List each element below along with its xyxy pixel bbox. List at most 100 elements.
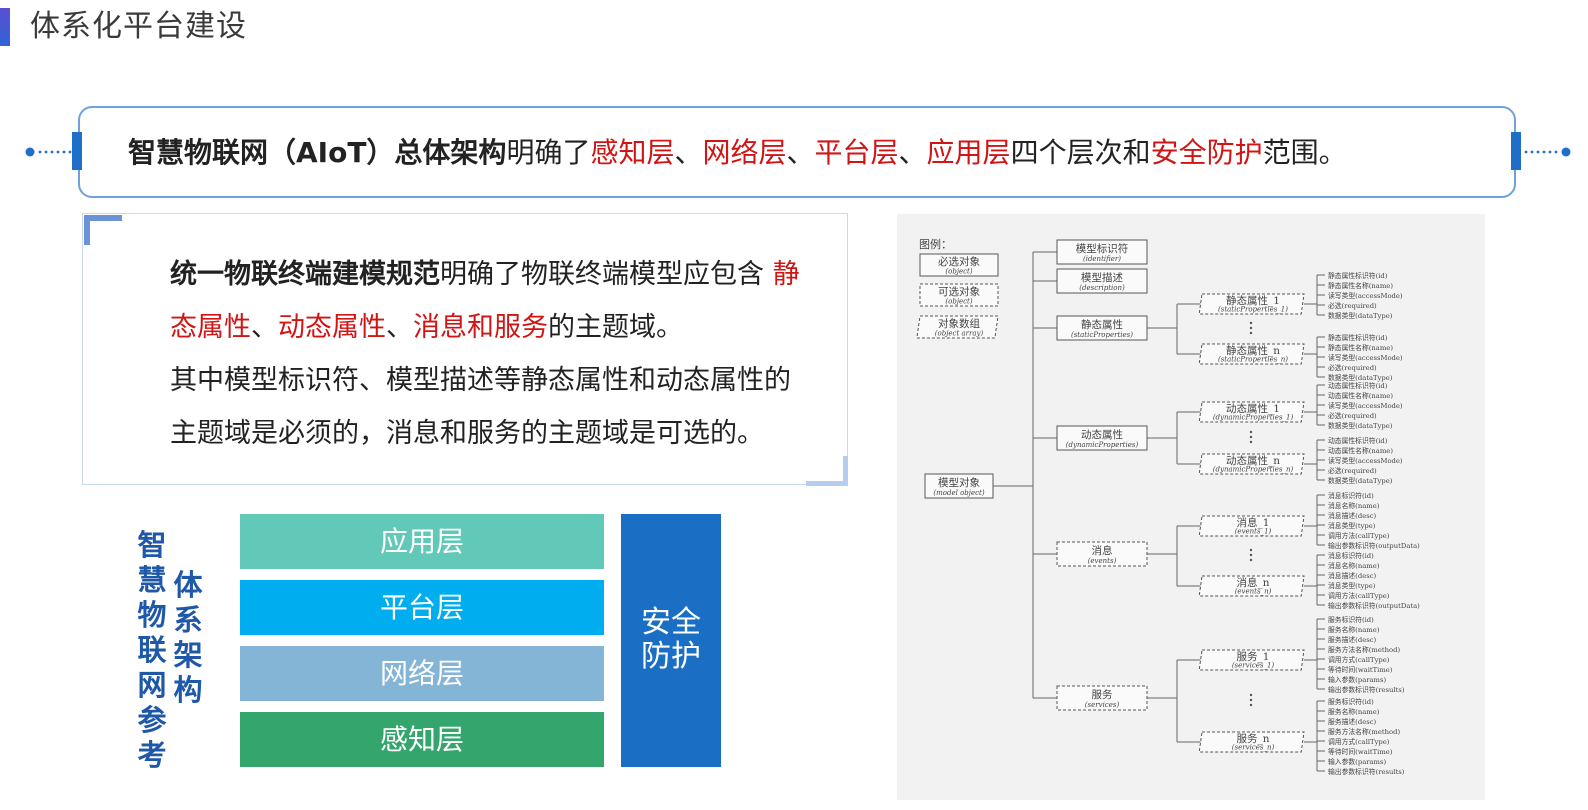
leaf-4-2: 消息描述(desc) (1328, 511, 1377, 520)
card-text-1: 明确了物联终端模型应包含 (440, 259, 764, 290)
subnode-0-label: 静态属性_1 (1226, 294, 1280, 307)
node-4-sublabel: (events) (1088, 557, 1117, 565)
leaf-6-4: 调用方式(callType) (1328, 655, 1390, 664)
subnode-0-box (1198, 293, 1305, 315)
banner-text-1: 明确了 (506, 136, 591, 169)
leaf-1-0: 静态属性标识符(id) (1328, 333, 1388, 342)
arch-vertical-title-1: 智慧物联网参考 (137, 528, 167, 772)
leaf-5-0: 消息标识符(id) (1328, 551, 1374, 560)
leaf-0-2: 读写类型(accessMode) (1328, 291, 1403, 300)
banner-term: 智慧物联网（AIoT）总体架构 (128, 136, 507, 169)
summary-banner (78, 106, 1516, 198)
legend-optional-label: 可选对象 (938, 285, 980, 298)
node-2-box (1056, 315, 1148, 341)
card-domain-dynamic: 动态属性 (278, 312, 386, 343)
arch-layer-perception: 感知层 (240, 712, 604, 767)
leaf-7-2: 服务描述(desc) (1328, 717, 1377, 726)
subnode-2-box (1198, 401, 1305, 423)
leaf-0-4: 数据类型(dataType) (1328, 311, 1393, 320)
subnode-5-sublabel: (events_n) (1235, 588, 1272, 596)
group-0-ellipsis-1 (1249, 326, 1253, 330)
leaf-4-4: 调用方法(callType) (1328, 531, 1390, 540)
leaf-3-3: 必选(required) (1328, 466, 1377, 475)
card-domain-static: 静态属性 (170, 259, 800, 343)
leaf-1-3: 必选(required) (1328, 363, 1377, 372)
legend-title: 图例： (919, 237, 952, 251)
leaf-4-0: 消息标识符(id) (1328, 491, 1374, 500)
arch-layer-network: 网络层 (240, 646, 604, 701)
node-0-sublabel: (identifier) (1083, 255, 1121, 263)
subnode-1-box (1198, 343, 1305, 365)
card-term: 统一物联终端建模规范 (170, 259, 440, 290)
card-paragraph-1: 统一物联终端建模规范明确了物联终端模型应包含 静态属性、动态属性、消息和服务的主… (116, 248, 816, 354)
legend-required-sublabel: (object) (945, 267, 972, 275)
legend-array-box (916, 315, 999, 339)
banner-dots-left (25, 147, 72, 157)
card-corner-top-left (84, 215, 122, 245)
leaf-2-3: 必选(required) (1328, 411, 1377, 420)
leaf-2-1: 动态属性名称(name) (1328, 391, 1393, 400)
leaf-6-5: 等待时间(waitTime) (1328, 665, 1393, 674)
leaf-5-1: 消息名称(name) (1328, 561, 1380, 570)
leaf-0-1: 静态属性名称(name) (1328, 281, 1393, 290)
card-corner-bottom-right (806, 456, 848, 486)
banner-layer-application: 应用层 (926, 136, 1011, 169)
banner-layer-perception: 感知层 (590, 136, 675, 169)
group-3-ellipsis-1 (1249, 698, 1253, 702)
leaf-6-3: 服务方法名称(method) (1328, 645, 1400, 654)
subnode-6-sublabel: (services_1) (1232, 662, 1275, 670)
leaf-4-5: 输出参数标识符(outputData) (1328, 541, 1420, 550)
group-1-ellipsis-0 (1249, 430, 1253, 434)
banner-layer-network: 网络层 (702, 136, 787, 169)
banner-sep-1: 、 (674, 136, 703, 169)
group-2-ellipsis-0 (1249, 548, 1253, 552)
subnode-1-label: 静态属性_n (1226, 344, 1280, 357)
group-2-ellipsis-2 (1249, 558, 1253, 562)
leaf-6-1: 服务名称(name) (1328, 625, 1380, 634)
banner-text-2: 四个层次和 (1010, 136, 1151, 169)
card-domain-events-services: 消息和服务 (413, 312, 548, 343)
leaf-3-0: 动态属性标识符(id) (1328, 436, 1388, 445)
leaf-3-4: 数据类型(dataType) (1328, 476, 1393, 485)
page-title: 体系化平台建设 (30, 9, 247, 44)
leaf-1-2: 读写类型(accessMode) (1328, 353, 1403, 362)
leaf-7-7: 输出参数标识符(results) (1328, 767, 1405, 776)
node-3-box (1056, 425, 1148, 451)
node-2-sublabel: (staticProperties) (1071, 331, 1133, 339)
model-tree-svg: 图例：必选对象(object)可选对象(object)对象数组(object a… (916, 237, 1420, 776)
subnode-3-label: 动态属性_n (1226, 454, 1280, 467)
arch-layer-platform: 平台层 (240, 580, 604, 635)
leaf-1-4: 数据类型(dataType) (1328, 373, 1393, 382)
banner-tick-right (1511, 132, 1521, 170)
banner-text: 智慧物联网（AIoT）总体架构明确了感知层、网络层、平台层、应用层四个层次和安全… (128, 130, 1347, 176)
leaf-6-7: 输出参数标识符(results) (1328, 685, 1405, 694)
title-accent-bar (0, 8, 10, 46)
banner-sep-3: 、 (898, 136, 927, 169)
leaf-5-5: 输出参数标识符(outputData) (1328, 601, 1420, 610)
arch-vertical-title-2: 体系架构 (173, 568, 203, 707)
banner-tick-left (72, 132, 82, 170)
card-sep-2: 、 (386, 312, 413, 343)
node-4-label: 消息 (1092, 544, 1113, 557)
banner-dots-right (1524, 147, 1571, 157)
leaf-3-2: 读写类型(accessMode) (1328, 456, 1403, 465)
subnode-7-sublabel: (services_n) (1232, 744, 1275, 752)
node-4-box (1056, 541, 1148, 567)
node-1-label: 模型描述 (1081, 271, 1123, 284)
node-3-sublabel: (dynamicProperties) (1066, 441, 1139, 449)
leaf-6-6: 输入参数(params) (1328, 675, 1386, 684)
subnode-1-sublabel: (staticProperties_n) (1218, 356, 1288, 364)
legend-array-label: 对象数组 (938, 317, 980, 330)
node-1-box (1056, 268, 1148, 294)
subnode-4-label: 消息_1 (1237, 516, 1270, 529)
node-5-label: 服务 (1092, 688, 1114, 701)
card-paragraph-2: 其中模型标识符、模型描述等静态属性和动态属性的主题域是必须的，消息和服务的主题域… (170, 365, 791, 449)
leaf-6-2: 服务描述(desc) (1328, 635, 1377, 644)
modeling-spec-card (82, 213, 848, 485)
subnode-7-label: 服务_n (1236, 732, 1269, 745)
leaf-7-5: 等待时间(waitTime) (1328, 747, 1393, 756)
subnode-2-label: 动态属性_1 (1226, 402, 1280, 415)
leaf-7-6: 输入参数(params) (1328, 757, 1386, 766)
legend-array-sublabel: (object array) (935, 329, 984, 337)
leaf-0-0: 静态属性标识符(id) (1328, 271, 1388, 280)
